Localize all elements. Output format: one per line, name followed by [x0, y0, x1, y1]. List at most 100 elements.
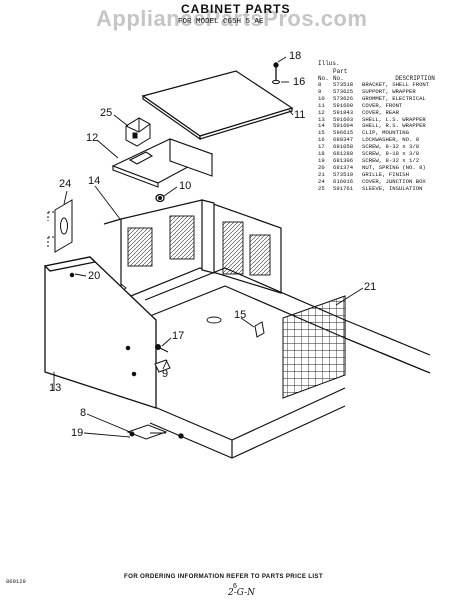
- part-illus-no: 15: [318, 129, 325, 137]
- part-description: COVER, REAR: [362, 108, 399, 116]
- part-number: 681374: [333, 163, 354, 171]
- document-code: 869129: [6, 578, 26, 585]
- part-description: SCREW, 8-18 x 3/8: [362, 150, 420, 158]
- part-illus-no: 14: [318, 122, 325, 130]
- part-number: 591600: [333, 101, 354, 109]
- part-header-no: No.: [333, 75, 344, 82]
- part-number: 573519: [333, 170, 354, 178]
- parts-list-row: 19 681306 SCREW, 8-32 x 1/2: [318, 156, 468, 165]
- callout-21: 21: [364, 281, 377, 293]
- callout-15: 15: [234, 309, 247, 321]
- part-description: SUPPORT, WRAPPER: [362, 87, 416, 95]
- parts-list-row: 18 681288 SCREW, 8-18 x 3/8: [318, 150, 468, 158]
- part-illus-no: 19: [318, 156, 325, 164]
- part-illus-no: 10: [318, 94, 325, 102]
- handwritten-code: 2-G-N: [228, 588, 256, 598]
- part-number: 591843: [333, 108, 354, 116]
- callout-10: 10: [179, 180, 192, 192]
- bracket-screw-parts: [126, 424, 184, 440]
- junction-box-cover-part: [47, 199, 73, 253]
- part-header: Part No.: [333, 68, 362, 82]
- part-description: COVER, FRONT: [362, 101, 403, 109]
- parts-list-row: 15 596615 CLIP, MOUNTING: [318, 129, 468, 137]
- callout-19: 19: [71, 427, 84, 439]
- part-description: SCREW, 8-32 x 3/8: [362, 143, 420, 151]
- part-number: 680347: [333, 136, 354, 144]
- part-number: 573625: [333, 87, 354, 95]
- screw-support-parts: [154, 344, 171, 373]
- illus-header: Illus.: [318, 60, 340, 67]
- part-illus-no: 8: [318, 81, 322, 88]
- callout-25: 25: [100, 107, 113, 119]
- parts-list-row: 24 616016 COVER, JUNCTION BOX: [318, 177, 468, 186]
- part-illus-no: 11: [318, 101, 325, 109]
- part-description: SCREW, 8-32 x 1/2: [362, 156, 420, 164]
- callout-20: 20: [88, 270, 101, 282]
- wrapper-shell-part: [103, 199, 282, 301]
- part-number: 616016: [333, 177, 354, 185]
- ordering-note: FOR ORDERING INFORMATION REFER TO PARTS …: [124, 573, 323, 580]
- callout-11: 11: [294, 109, 306, 121]
- page-title: CABINET PARTS: [181, 2, 291, 16]
- part-illus-no: 13: [318, 115, 325, 123]
- callout-8: 8: [80, 407, 87, 419]
- part-description: NUT, SPRING (NO. 8): [362, 163, 426, 171]
- part-illus-no: 24: [318, 177, 325, 185]
- part-description: SHELL, R.S. WRAPPER: [362, 122, 426, 130]
- part-description: SLEEVE, INSULATION: [362, 184, 423, 192]
- part-illus-no: 18: [318, 150, 325, 158]
- parts-list-rows: 8 573518 BRACKET, SHELL FRONT 9 573625 SUPPOR…: [318, 81, 468, 193]
- part-illus-no: 16: [318, 136, 325, 144]
- parts-list-row: 17 681058 SCREW, 8-32 x 3/8: [318, 143, 468, 151]
- part-number: 681288: [333, 150, 354, 158]
- callout-24: 24: [59, 178, 72, 190]
- part-number: 596615: [333, 129, 354, 137]
- part-description: CLIP, MOUNTING: [362, 129, 409, 137]
- part-description: LOCKWASHER, NO. 8: [362, 136, 420, 144]
- part-number: 573518: [333, 81, 354, 88]
- part-description: GROMMET, ELECTRICAL: [362, 94, 426, 102]
- watermark: AppliancePartsPros.com: [96, 6, 368, 31]
- parts-list-row: 14 591604 SHELL, R.S. WRAPPER: [318, 123, 468, 130]
- no-header: No.: [318, 75, 329, 82]
- mounting-clip-part: [254, 321, 265, 338]
- part-illus-no: 9: [318, 87, 322, 95]
- part-illus-no: 17: [318, 143, 325, 151]
- part-illus-no: 25: [318, 184, 325, 192]
- callout-16: 16: [293, 76, 306, 88]
- model-line: FOR MODEL CG5H 5 AE: [178, 18, 264, 26]
- screw-part-18: [272, 62, 280, 85]
- insulation-sleeve-part: [125, 117, 151, 147]
- part-number: 573626: [333, 94, 354, 102]
- callout-12: 12: [86, 132, 99, 144]
- part-number: 591603: [333, 115, 354, 123]
- callout-9: 9: [162, 368, 169, 380]
- callout-18: 18: [289, 50, 302, 62]
- part-description: GRILLE, FINISH: [362, 170, 409, 178]
- callout-17: 17: [172, 330, 185, 342]
- part-number: 591761: [333, 184, 354, 192]
- grille-part: [282, 295, 346, 399]
- parts-list-table: Illus. No. Part No. DESCRIPTION 8 573518 B…: [318, 60, 468, 193]
- callout-14: 14: [88, 175, 101, 187]
- callout-13: 13: [49, 382, 62, 394]
- part-number: 681058: [333, 143, 354, 151]
- rear-cover-part: [111, 138, 214, 188]
- parts-list-row: 9 573625 SUPPORT, WRAPPER: [318, 87, 468, 96]
- parts-list-row: 8 573518 BRACKET, SHELL FRONT: [318, 81, 468, 89]
- callout-leaders: [53, 56, 364, 438]
- part-number: 591604: [333, 122, 354, 130]
- description-header: DESCRIPTION: [395, 75, 435, 82]
- parts-list-row: 10 573626 GROMMET, ELECTRICAL: [318, 94, 468, 103]
- parts-list-row: 12 591843 COVER, REAR: [318, 108, 468, 117]
- part-illus-no: 12: [318, 108, 325, 116]
- part-description: COVER, JUNCTION BOX: [362, 177, 426, 185]
- grommet-part: [155, 193, 165, 203]
- part-number: 681306: [333, 156, 354, 164]
- part-description: BRACKET, SHELL FRONT: [362, 81, 430, 88]
